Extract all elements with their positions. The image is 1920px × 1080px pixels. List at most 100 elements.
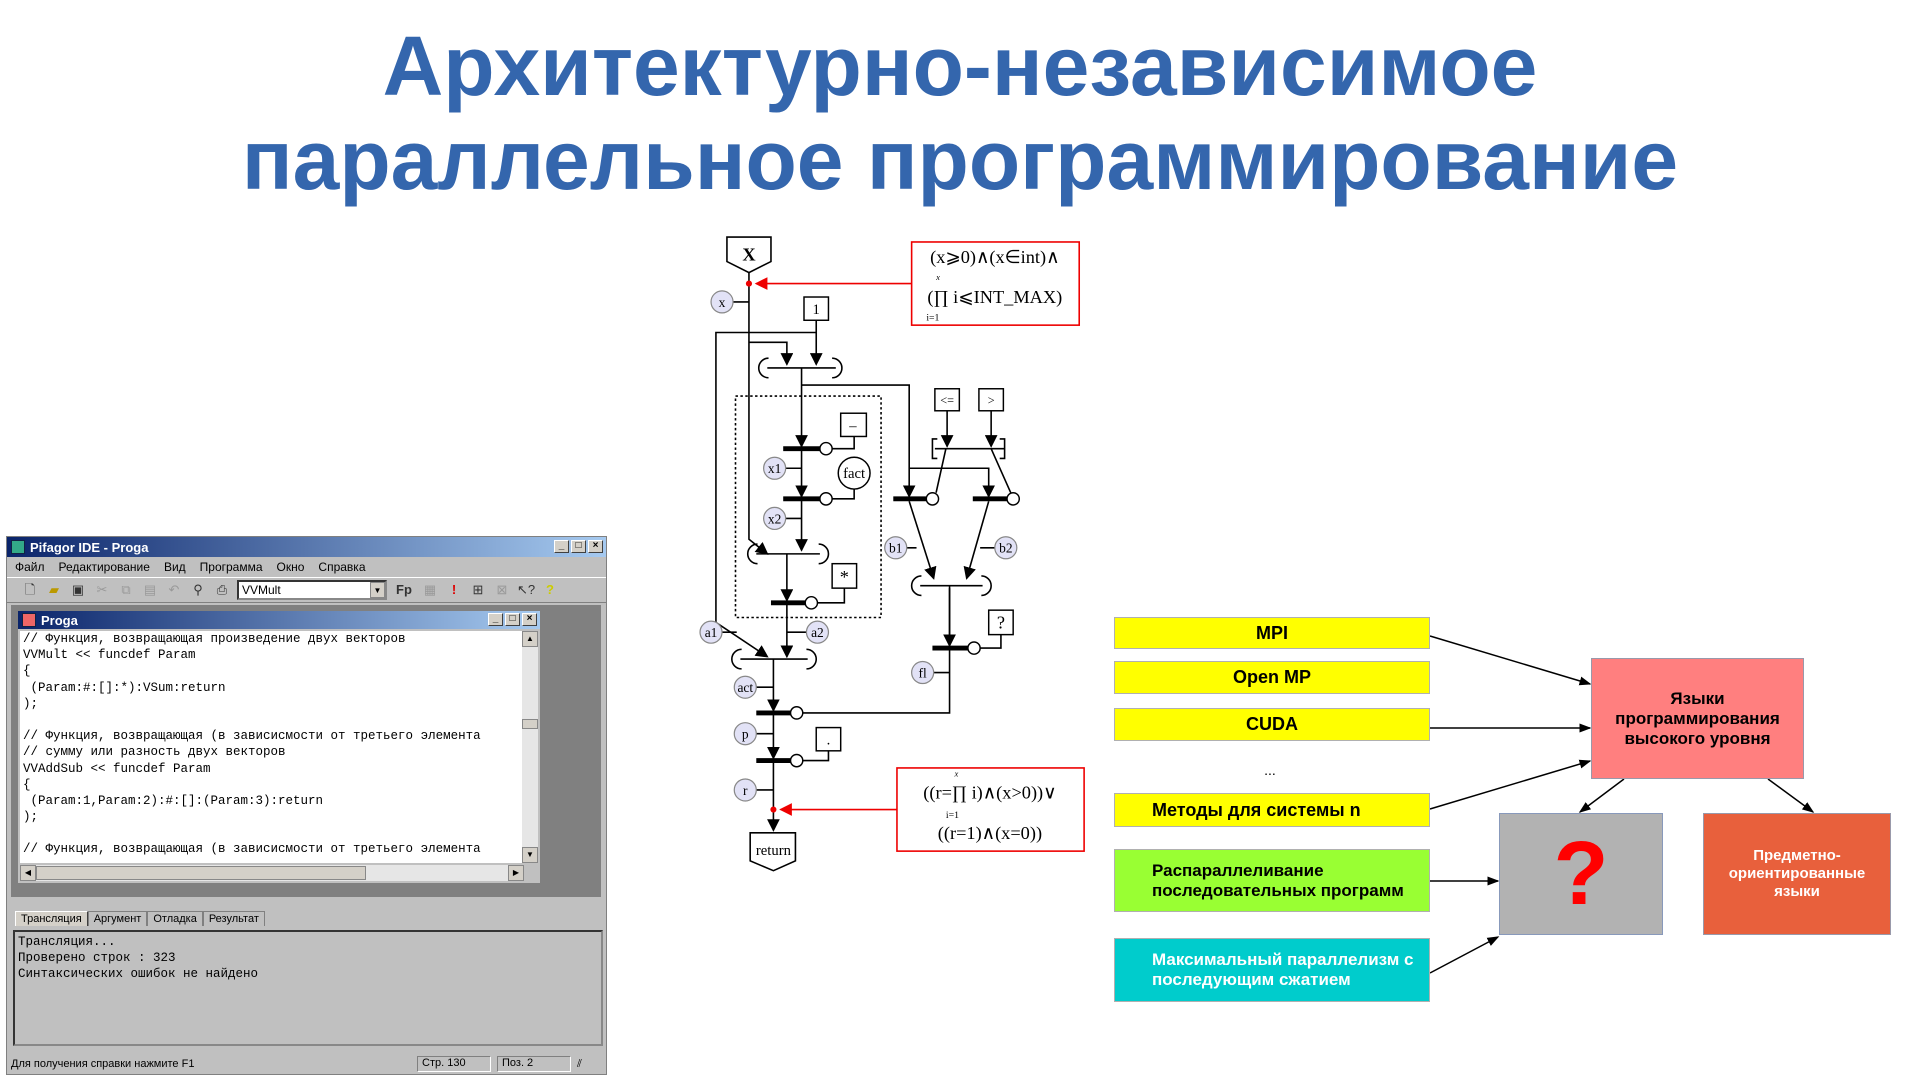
input-node	[726, 236, 772, 274]
tab-result[interactable]: Результат	[202, 911, 265, 926]
scroll-left-icon[interactable]: ◀	[20, 865, 36, 881]
save-icon[interactable]: ▣	[71, 582, 85, 597]
tab-argument[interactable]: Аргумент	[87, 911, 148, 926]
high-level-languages-box: Языки программирования высокого уровня	[1591, 658, 1804, 779]
code-line: );	[23, 810, 39, 825]
child-title-bar[interactable]: Proga _□×	[18, 611, 540, 629]
label-fl: fl	[919, 665, 927, 680]
vertical-scrollbar[interactable]: ▲▼	[522, 631, 538, 863]
grid-icon[interactable]: ⊠	[496, 582, 508, 597]
cut-icon[interactable]: ✂	[96, 582, 108, 597]
precondition-line2: (∏ i⩽INT_MAX)	[927, 287, 1062, 308]
open-folder-icon[interactable]: ▰	[49, 582, 59, 597]
label-b1: b1	[889, 541, 902, 556]
find-icon[interactable]: ⚲	[193, 582, 203, 597]
output-line: Трансляция...	[18, 935, 116, 949]
const-one: 1	[813, 302, 820, 318]
status-hint: Для получения справки нажмите F1	[11, 1058, 195, 1070]
const-dot: .	[827, 733, 831, 749]
app-icon	[11, 540, 25, 554]
new-file-icon[interactable]: 🗋	[24, 582, 36, 597]
scroll-thumb[interactable]	[522, 719, 538, 729]
copy-icon[interactable]: ⧉	[121, 582, 131, 597]
menu-program[interactable]: Программа	[199, 560, 263, 574]
context-help-icon[interactable]: ↖?	[517, 582, 536, 597]
tab-translation[interactable]: Трансляция	[15, 911, 88, 926]
ellipsis: ...	[1264, 762, 1276, 778]
postcondition-line1: ((r=∏ i)∧(x>0))∨	[923, 783, 1056, 804]
precondition-box: (x⩾0)∧(x∈int)∧ (∏ i⩽INT_MAX) x i=1	[745, 241, 1081, 326]
max-parallel-box: Максимальный параллелизм с последующим с…	[1114, 938, 1430, 1002]
child-maximize-button[interactable]: □	[505, 613, 520, 626]
scroll-down-icon[interactable]: ▼	[522, 847, 538, 863]
code-editor[interactable]: // Функция, возвращающая произведение дв…	[20, 631, 524, 863]
child-minimize-button[interactable]: _	[488, 613, 503, 626]
output-line: Проверено строк : 323	[18, 951, 176, 965]
chevron-down-icon[interactable]: ▼	[370, 582, 385, 598]
menu-file[interactable]: Файл	[15, 560, 45, 574]
window-title-bar[interactable]: Pifagor IDE - Proga _□×	[7, 537, 606, 557]
precondition-upper: x	[935, 272, 940, 282]
resize-grip-icon[interactable]: ⫽	[577, 1057, 582, 1070]
paste-icon[interactable]: ▤	[143, 582, 157, 597]
minimize-button[interactable]: _	[554, 540, 569, 553]
menu-help[interactable]: Справка	[318, 560, 366, 574]
const-le: <=	[940, 394, 954, 408]
code-line: (Param:#:[]:*):VSum:return	[23, 680, 226, 695]
undo-icon[interactable]: ↶	[168, 582, 180, 597]
precondition-line1: (x⩾0)∧(x∈int)∧	[930, 247, 1059, 268]
postcondition-box: ((r=∏ i)∧(x>0))∨ ((r=1)∧(x=0)) x i=1	[770, 767, 1085, 852]
code-line: VVAddSub << funcdef Param	[23, 761, 211, 776]
child-close-button[interactable]: ×	[522, 613, 537, 626]
print-icon[interactable]: ⎙	[216, 582, 228, 597]
menu-window[interactable]: Окно	[276, 560, 305, 574]
tab-debug[interactable]: Отладка	[147, 911, 203, 926]
run-icon[interactable]: !	[451, 582, 457, 597]
function-select[interactable]: VVMult▼	[237, 580, 387, 600]
scroll-right-icon[interactable]: ▶	[508, 865, 524, 881]
code-line: {	[23, 664, 31, 679]
auto-parallel-box: Распараллеливание последовательных прогр…	[1114, 849, 1430, 912]
horizontal-scrollbar[interactable]: ◀▶	[20, 865, 524, 881]
const-minus: –	[848, 418, 857, 434]
status-position: Поз. 2	[497, 1056, 571, 1072]
label-x2: x2	[768, 511, 781, 526]
dsl-box: Предметно-ориентированные языки	[1703, 813, 1891, 935]
label-x1: x1	[768, 461, 781, 476]
status-line: Стр. 130	[417, 1056, 491, 1072]
output-label: return	[756, 843, 792, 859]
openmp-box: Open MP	[1114, 661, 1430, 694]
toolbar: 🗋 ▰ ▣ ✂ ⧉ ▤ ↶ ⚲ ⎙ VVMult▼ Fp ▦! ⊞ ⊠ ↖??	[7, 577, 606, 603]
code-line: // Функция, возвращающая (в зависисмости…	[23, 729, 481, 744]
output-line: Синтаксических ошибок не найдено	[18, 967, 259, 981]
fp-button[interactable]: Fp	[396, 582, 412, 597]
code-line: (Param:1,Param:2):#:[]:(Param:3):return	[23, 793, 324, 808]
slide-title-line2: параллельное программирование	[241, 113, 1679, 207]
unknown-box: ?	[1499, 813, 1663, 935]
label-p: p	[742, 727, 749, 742]
code-line: );	[23, 696, 39, 711]
status-bar: Для получения справки нажмите F1 Стр. 130…	[9, 1055, 605, 1073]
postcondition-lower: i=1	[946, 810, 959, 821]
maximize-button[interactable]: □	[571, 540, 586, 553]
scroll-up-icon[interactable]: ▲	[522, 631, 538, 647]
menu-view[interactable]: Вид	[163, 560, 186, 574]
const-if: ?	[997, 613, 1005, 633]
menu-edit[interactable]: Редактирование	[58, 560, 150, 574]
code-line: {	[23, 777, 31, 792]
close-button[interactable]: ×	[588, 540, 603, 553]
label-act: act	[737, 680, 753, 695]
scroll-thumb-horizontal[interactable]	[36, 866, 366, 880]
debug-icon[interactable]: ⊞	[472, 582, 484, 597]
label-b2: b2	[999, 541, 1012, 556]
mpi-box: MPI	[1114, 617, 1430, 649]
calendar-icon[interactable]: ▦	[423, 582, 437, 597]
document-icon	[22, 613, 36, 627]
code-line: // Функция, возвращающая произведение дв…	[23, 632, 406, 646]
child-title: Proga	[41, 612, 78, 628]
label-a1: a1	[705, 625, 718, 640]
help-icon[interactable]: ?	[546, 582, 554, 597]
